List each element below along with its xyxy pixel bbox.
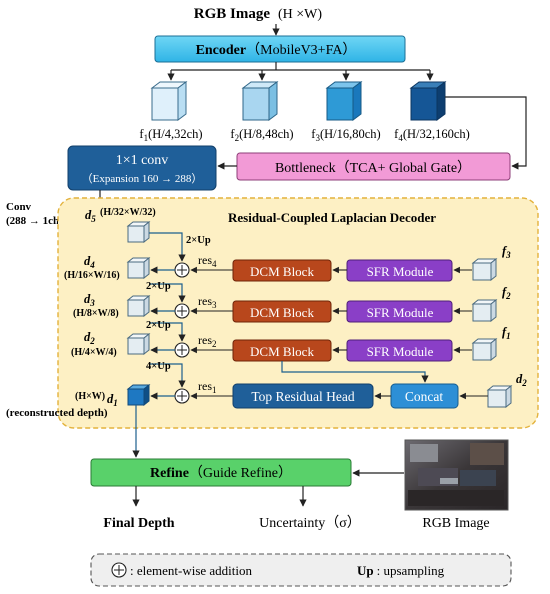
feature-cube-f1 [150, 81, 188, 121]
conv-side-line1: Conv [6, 201, 32, 213]
skip-label-f1: f1 [502, 325, 511, 341]
sfr-label-level-2: SFR Module [367, 344, 434, 359]
conv1x1-subtitle: （Expansion 160 → 288） [82, 172, 203, 185]
dcm-block-level-3 [232, 300, 332, 323]
dcm-block-level-4 [232, 259, 332, 282]
residual-label-4: res4 [198, 253, 217, 269]
bottleneck-label: Bottleneck（TCA+ Global Gate） [275, 160, 471, 176]
skip-label-d2: d2 [516, 372, 527, 388]
residual-label-1: res1 [198, 379, 217, 395]
level-label-d1: d1 [107, 392, 118, 408]
top-residual-head-block [232, 383, 374, 409]
dcm-label-level-4: DCM Block [250, 264, 314, 279]
adder-level-3 [174, 303, 190, 319]
legend-upsampling-text: Up: upsampling [357, 563, 445, 578]
feature-label-f1: f1(H/4,32ch) [139, 127, 202, 143]
level-label-d4: d4 [84, 254, 95, 270]
concat-label: Concat [405, 389, 443, 404]
level-cube-d5 [126, 220, 151, 244]
level-cube-d2 [126, 332, 151, 356]
feature-label-f3: f3(H/16,80ch) [311, 127, 380, 143]
level-dims-d4: (H/16×W/16) [64, 270, 120, 281]
level-dims-d3: (H/8×W/8) [73, 308, 119, 319]
adder-level-1 [174, 388, 190, 404]
upsample-label-2: 2×Up [146, 281, 171, 292]
conv1x1-block [67, 145, 217, 191]
refine-block [90, 458, 352, 487]
refine-label: Refine（Guide Refine） [150, 465, 292, 481]
feature-cube-f4 [409, 81, 447, 121]
legend-box [90, 553, 512, 587]
skip-cube-f3 [471, 257, 498, 282]
skip-cube-f1 [471, 337, 498, 362]
level-cube-d4 [126, 256, 151, 280]
top-residual-head-label: Top Residual Head [251, 389, 355, 404]
skip-cube-d2 [486, 384, 513, 409]
encoder-block [154, 35, 406, 63]
skip-label-f2: f2 [502, 285, 511, 301]
rgb-photo [404, 439, 509, 511]
conv1x1-title: 1×1 conv [116, 153, 169, 168]
conv-side-line2: (288 → 1ch) [6, 215, 63, 227]
feature-cube-f3 [325, 81, 363, 121]
upsample-label-1: 2×Up [186, 235, 211, 246]
level-label-d3: d3 [84, 292, 95, 308]
level-cube-d3 [126, 294, 151, 318]
legend-addition-text: : element-wise addition [130, 563, 253, 578]
level-cube-d1 [126, 383, 151, 407]
level-dims-d1: (H×W) [75, 391, 105, 402]
skip-label-f3: f3 [502, 244, 511, 260]
dcm-label-level-2: DCM Block [250, 344, 314, 359]
encoder-label: Encoder（MobileV3+FA） [196, 42, 357, 58]
adder-level-4 [174, 262, 190, 278]
final-depth-label: Final Depth [103, 516, 174, 531]
feature-cube-f2 [241, 81, 279, 121]
feature-label-f2: f2(H/8,48ch) [230, 127, 293, 143]
level-label-d2: d2 [84, 330, 95, 346]
upsample-label-4: 4×Up [146, 361, 171, 372]
residual-label-3: res3 [198, 294, 217, 310]
rgb-image-caption: RGB Image [422, 516, 489, 531]
skip-cube-f2 [471, 298, 498, 323]
sfr-label-level-4: SFR Module [367, 264, 434, 279]
input-title: RGB Image [194, 6, 271, 22]
decoder-title: Residual-Coupled Laplacian Decoder [228, 210, 436, 225]
reconstructed-label: (reconstructed depth) [6, 407, 108, 419]
residual-label-2: res2 [198, 333, 217, 349]
uncertainty-label: Uncertainty（σ） [259, 515, 361, 531]
dcm-label-level-3: DCM Block [250, 305, 314, 320]
level-label-d5: d5 [85, 208, 96, 224]
sfr-label-level-3: SFR Module [367, 305, 434, 320]
input-dims: (H ×W) [278, 7, 322, 22]
upsample-label-3: 2×Up [146, 320, 171, 331]
level-dims-d2: (H/4×W/4) [71, 347, 117, 358]
legend-adder-symbol [111, 562, 127, 578]
feature-label-f4: f4(H/32,160ch) [394, 127, 470, 143]
level-dims-d5: (H/32×W/32) [100, 207, 156, 218]
adder-level-2 [174, 342, 190, 358]
